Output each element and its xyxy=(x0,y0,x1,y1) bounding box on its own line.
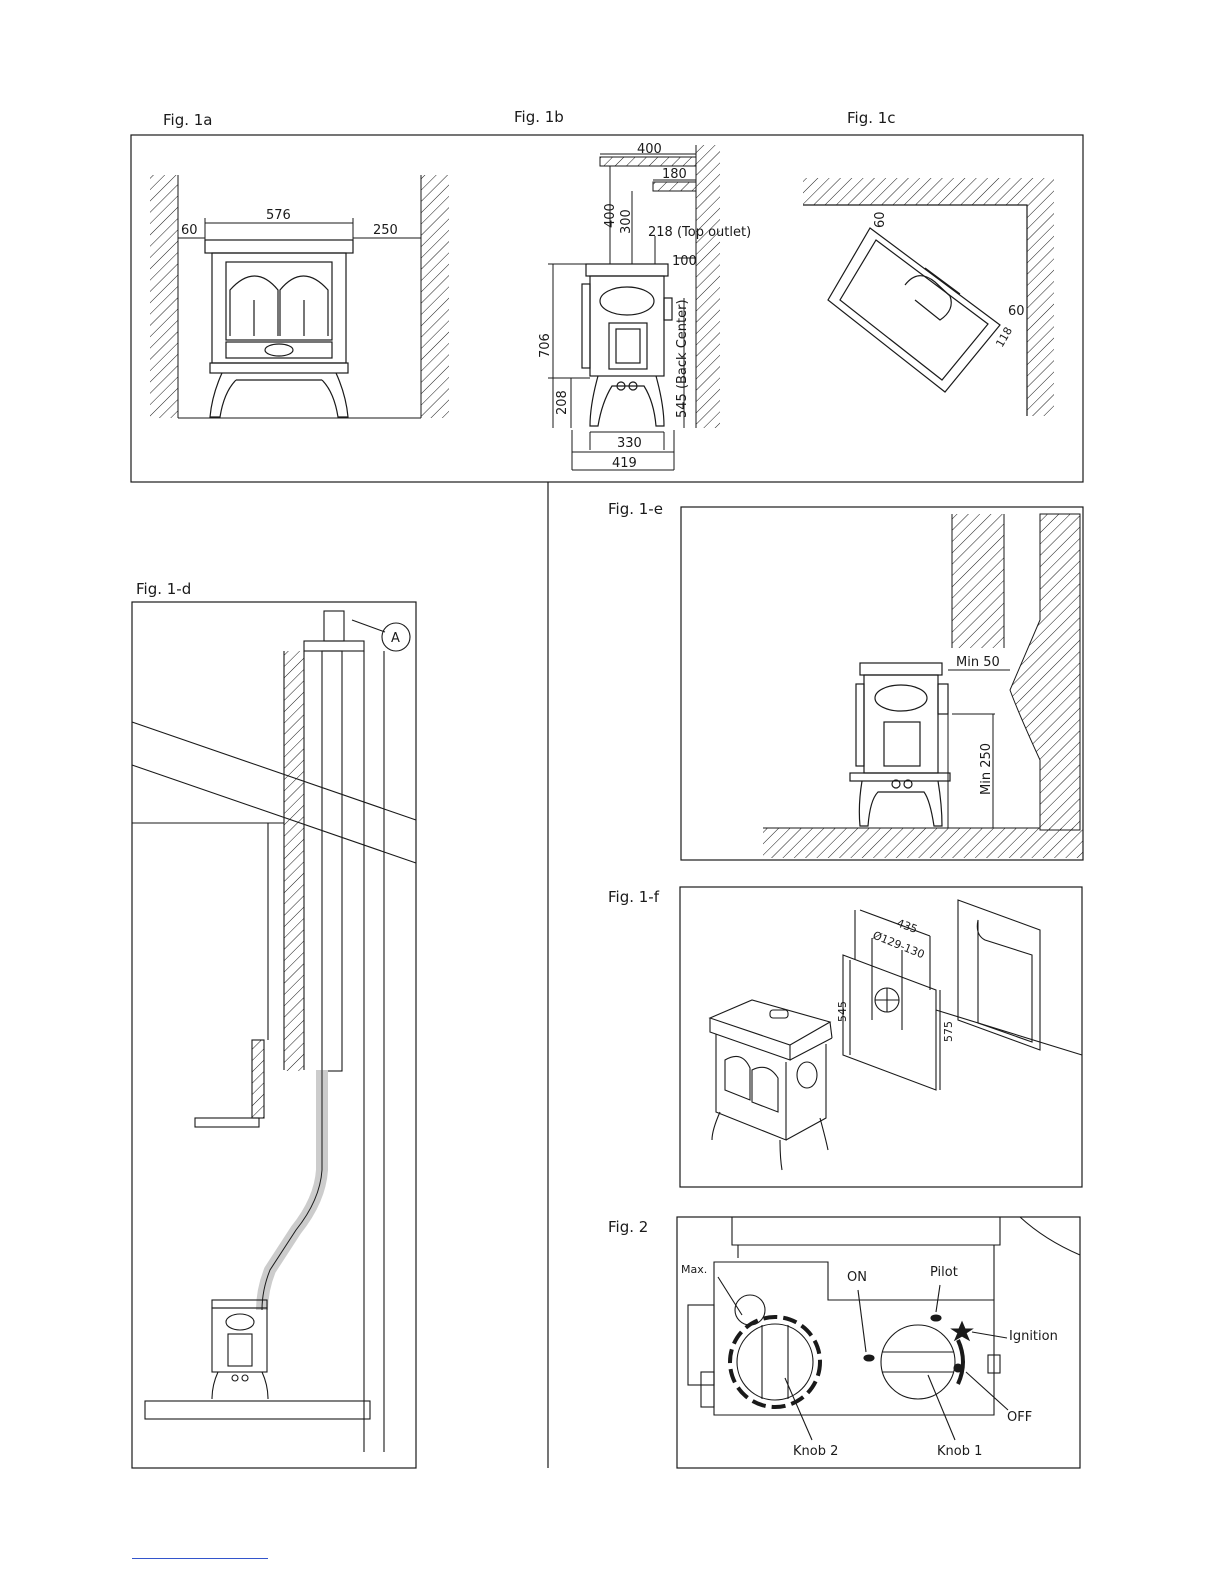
fig-1e-wall-inner xyxy=(952,514,1004,648)
fig-1b-dim-total-height: 706 xyxy=(538,333,553,358)
fig-1c-corner-wall xyxy=(803,178,1054,416)
fig-1c-dim-top-gap: 60 xyxy=(873,211,888,228)
fig-1a-wall-left xyxy=(150,175,178,418)
fig-2-label-max: Max. xyxy=(681,1263,707,1276)
fig-2-label-off: OFF xyxy=(1007,1410,1032,1425)
fig-1b-dim-back-gap: 100 xyxy=(672,254,697,269)
fig-1f-dim-height-left: 545 xyxy=(836,1001,849,1022)
fig-1d-frame xyxy=(132,602,416,1468)
fig-1b-dim-height-upper: 400 xyxy=(603,203,618,228)
fig-1c-dim-side-gap: 60 xyxy=(1008,304,1025,319)
fig-1f-fireplace xyxy=(958,900,1040,1050)
fig-1b-stove xyxy=(582,264,672,426)
fig-1b-diagram: 400 180 400 300 218 (Top outlet) 100 706… xyxy=(538,142,751,471)
fig-1a-dim-right: 250 xyxy=(373,223,398,238)
fig-1b-dim-back-center: 545 (Back Center) xyxy=(675,299,690,418)
fig-1f-dim-height-right: 575 xyxy=(942,1021,955,1042)
fig-2-label-on: ON xyxy=(847,1270,867,1285)
fig-1b-dim-height-lower: 300 xyxy=(619,209,634,234)
fig-1e-dim-min-side: Min 250 xyxy=(979,743,994,795)
fig-1a-diagram: 576 60 250 xyxy=(150,175,449,418)
fig-1e-diagram: Min 50 Min 250 xyxy=(763,514,1083,858)
fig-1d-flue-pipe xyxy=(262,1070,322,1310)
fig-1d-mantel xyxy=(195,1118,259,1127)
fig-1d-chimney-cap xyxy=(324,611,344,641)
fig-2-label-knob1: Knob 1 xyxy=(937,1444,982,1459)
fig-1c-stove-plan xyxy=(828,228,1000,392)
fig-1b-dim-top-outlet: 218 (Top outlet) xyxy=(648,225,751,240)
fig-2-label-pilot: Pilot xyxy=(930,1265,958,1280)
fig-2-label-ignition: Ignition xyxy=(1009,1329,1058,1344)
footer-rule xyxy=(132,1558,268,1559)
fig-1d-diagram xyxy=(132,611,416,1452)
fig-1f-dim-diameter: Ø129-130 xyxy=(871,929,927,962)
fig-1a-dim-left: 60 xyxy=(181,223,198,238)
fig-1f-wall-plate xyxy=(843,955,936,1090)
fig-2-label-knob2: Knob 2 xyxy=(793,1444,838,1459)
fig-1f-stove xyxy=(710,1000,832,1170)
fig-1a-stove xyxy=(205,240,353,417)
fig-1e-wall-outer xyxy=(1010,514,1080,830)
fig-2-knob-2 xyxy=(737,1324,813,1400)
fig-1b-wall xyxy=(696,145,720,428)
fig-1e-floor xyxy=(763,828,1083,858)
fig-1e-stove xyxy=(850,663,950,826)
fig-1c-diagram: 60 60 118 xyxy=(803,178,1054,416)
fig-1b-dim-inner-depth: 330 xyxy=(617,436,642,451)
fig-1d-floor xyxy=(145,1401,370,1419)
fig-1a-dim-width: 576 xyxy=(266,208,291,223)
fig-1d-callout-text: A xyxy=(391,631,400,646)
fig-1f-dim-plate-width: 435 xyxy=(895,917,919,936)
fig-1d-brick-column-right xyxy=(364,651,384,1452)
fig-1b-dim-depth: 419 xyxy=(612,456,637,471)
fig-1b-dim-leg-height: 208 xyxy=(555,390,570,415)
fig-2-knob-1 xyxy=(881,1325,955,1399)
fig-1d-chimney-top xyxy=(304,641,364,651)
fig-1d-stove xyxy=(212,1300,268,1399)
fig-1d-brick-column-left xyxy=(284,651,304,1071)
fig-1a-wall-right xyxy=(421,175,449,418)
fig-1b-shelf-top xyxy=(600,157,696,166)
fig-1e-dim-min-top: Min 50 xyxy=(956,655,1000,670)
fig-1b-dim-shelf: 180 xyxy=(662,167,687,182)
fig-1b-dim-top-width: 400 xyxy=(637,142,662,157)
fig-1b-shelf-low xyxy=(653,182,696,191)
